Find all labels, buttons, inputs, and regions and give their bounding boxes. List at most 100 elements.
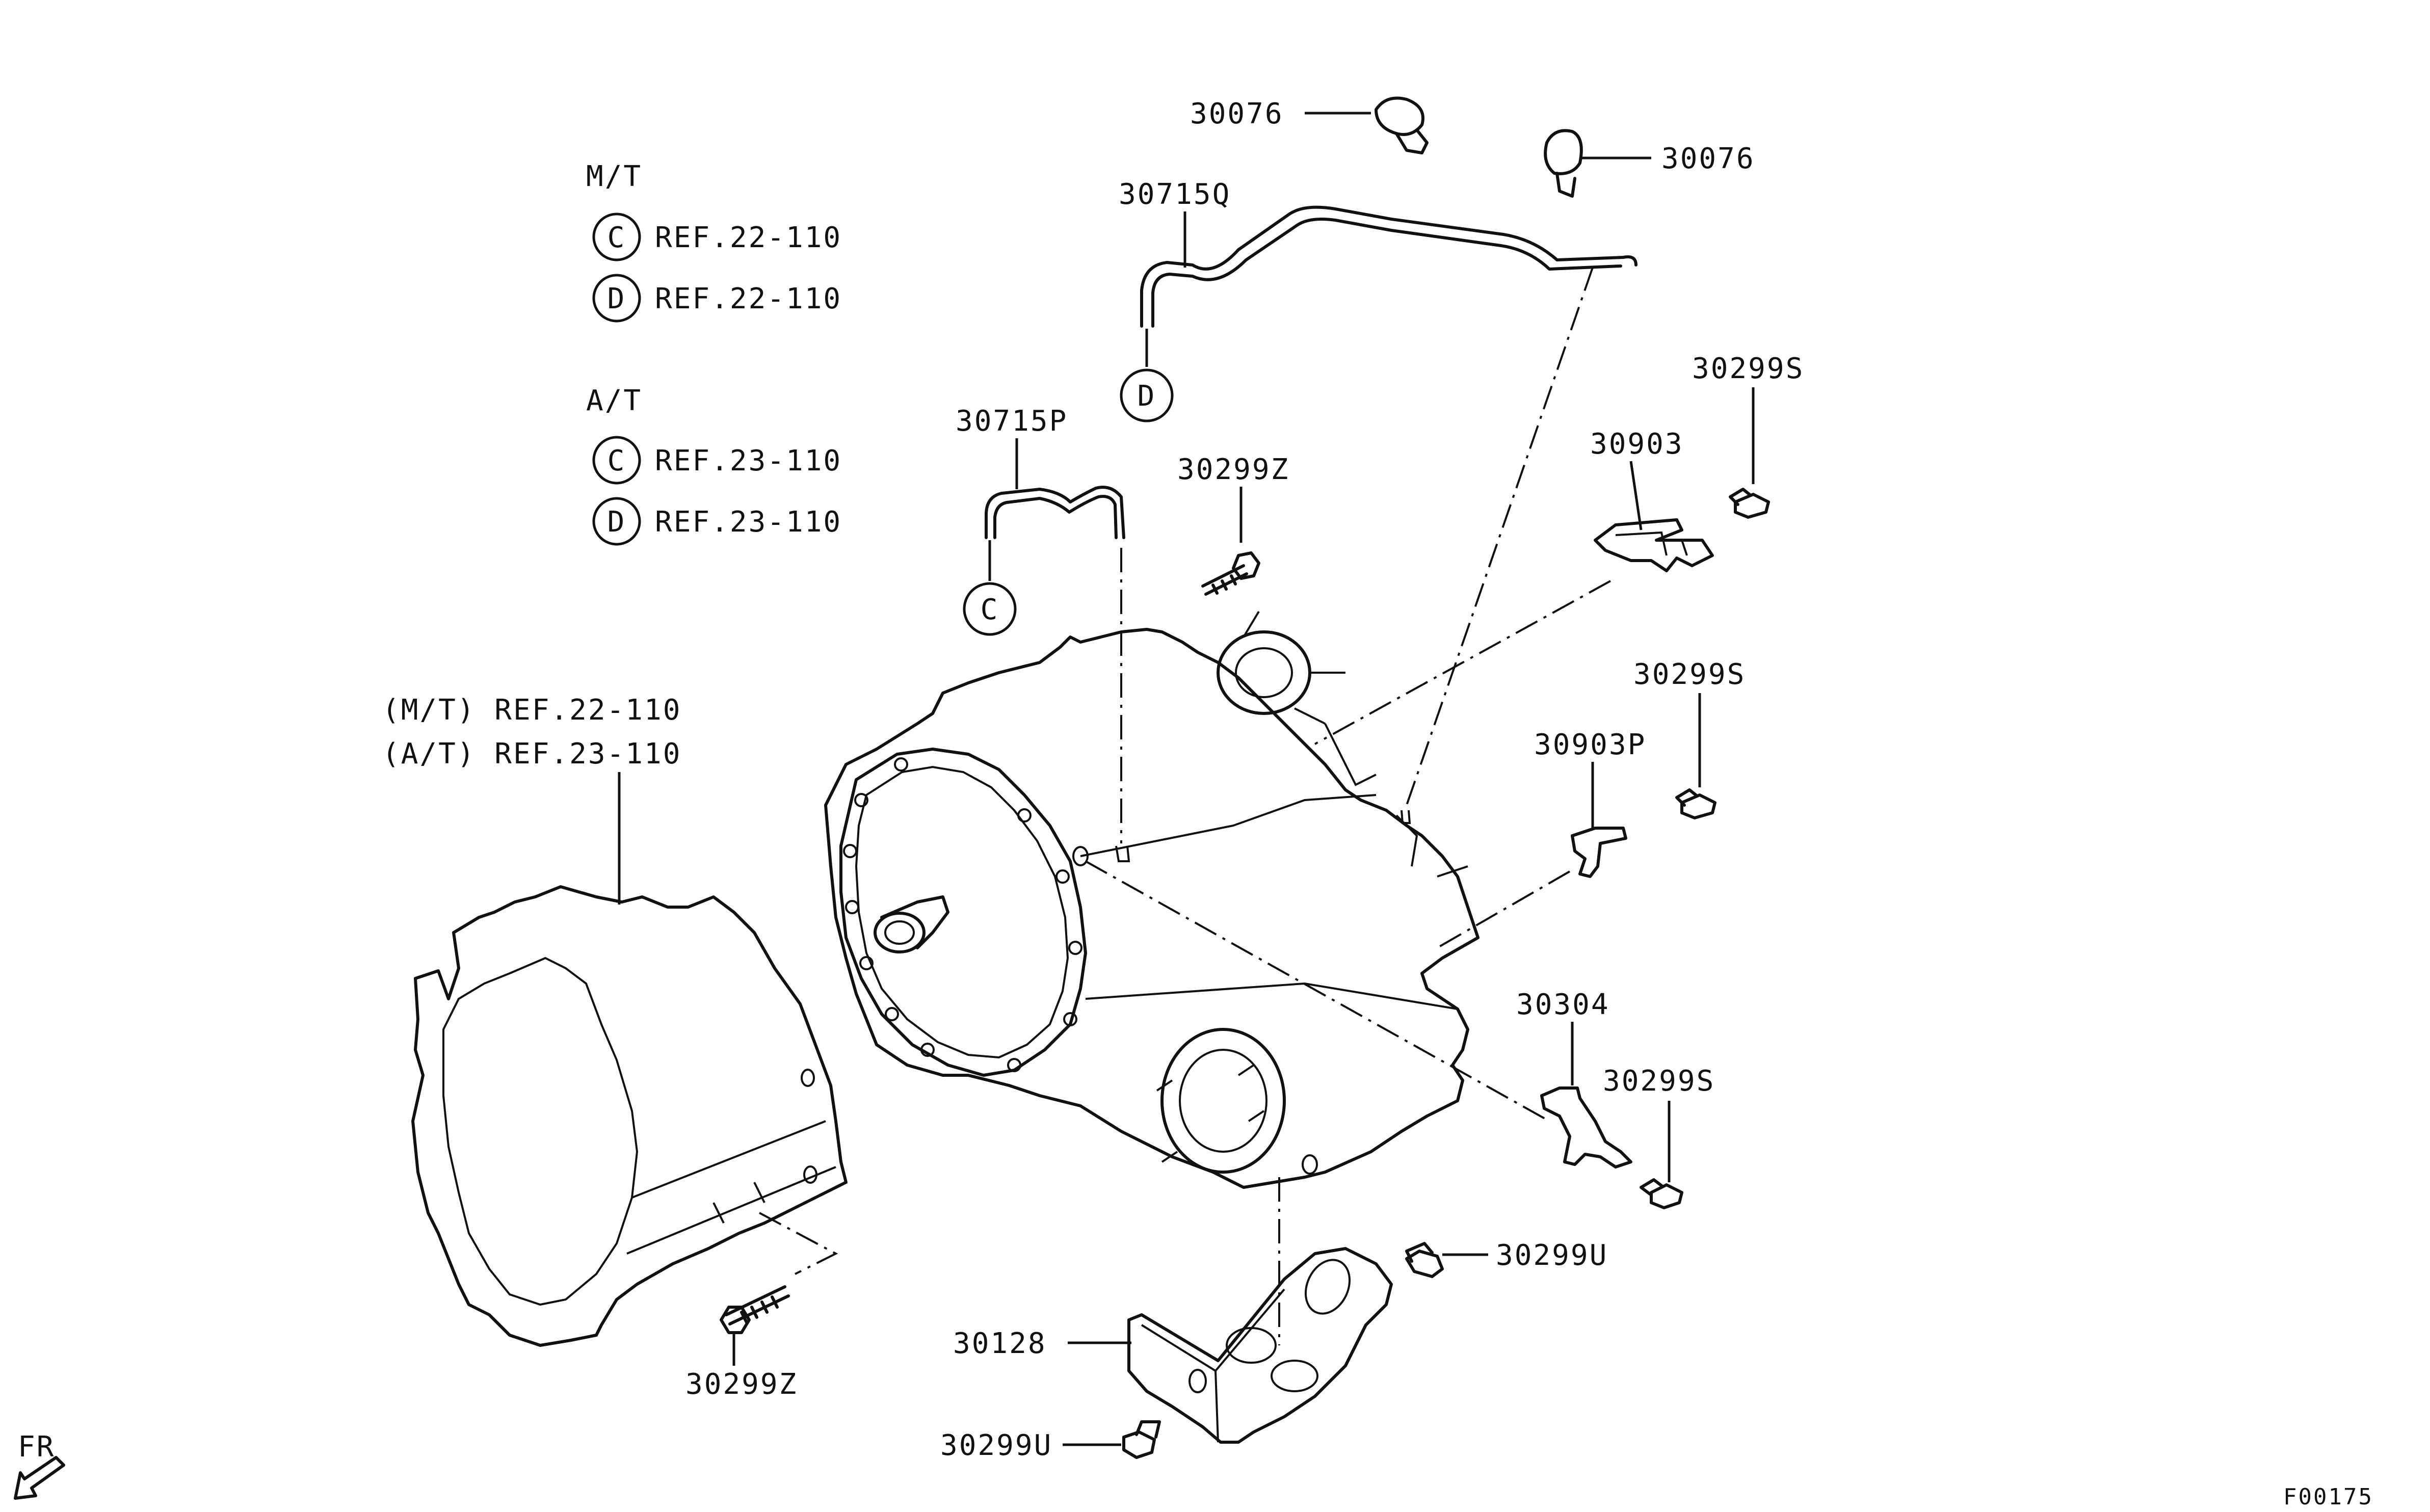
at-d-ref[interactable]: REF.23-110 bbox=[655, 506, 842, 539]
clip-30076-left[interactable]: 30076 bbox=[1190, 96, 1429, 154]
callout-30299z-bottom[interactable]: 30299Z bbox=[685, 1368, 798, 1401]
input-shaft-tube bbox=[880, 895, 949, 949]
bolt-shank bbox=[725, 1285, 790, 1325]
bolt-shank bbox=[1675, 788, 1699, 807]
hose-30715q[interactable]: 30715Q D bbox=[1119, 178, 1637, 422]
bolt-30299u-bottom[interactable]: 30299U bbox=[940, 1420, 1161, 1462]
figure-id: F00175 bbox=[2283, 1484, 2373, 1510]
assembly-lines bbox=[1085, 267, 1611, 1345]
arrow-icon bbox=[14, 1456, 65, 1500]
bolt-30299s-1[interactable]: 30299S bbox=[1692, 352, 1804, 519]
clip-30076-right[interactable]: 30076 bbox=[1544, 129, 1755, 198]
callout-30128[interactable]: 30128 bbox=[953, 1327, 1047, 1360]
marker-c-circle bbox=[592, 436, 641, 485]
callout-30076-right[interactable]: 30076 bbox=[1661, 142, 1755, 175]
front-output-flange bbox=[1160, 1028, 1286, 1174]
clip-body bbox=[1375, 96, 1424, 136]
hose-30715p-inner bbox=[993, 495, 1118, 539]
hose-30715p-shape bbox=[985, 486, 1125, 539]
flange-bolt-holes bbox=[843, 757, 1082, 1072]
callout-leader bbox=[1629, 461, 1643, 530]
hose-30715p-end-marker: C bbox=[981, 593, 999, 626]
vent-nipple-d bbox=[1401, 810, 1411, 824]
hose-30715q-shape bbox=[1140, 205, 1637, 328]
callout-30299z-top[interactable]: 30299Z bbox=[1177, 453, 1289, 486]
bracket-30903p[interactable]: 30903P bbox=[1534, 728, 1646, 878]
bracket-30304[interactable]: 30304 bbox=[1516, 988, 1632, 1169]
bolt-head bbox=[1405, 1250, 1444, 1278]
bolt-shank bbox=[1201, 564, 1248, 596]
bolt-head bbox=[1122, 1430, 1156, 1459]
mt-d-ref[interactable]: REF.22-110 bbox=[655, 282, 842, 315]
case-boss bbox=[1302, 1154, 1318, 1175]
hose-30715p[interactable]: 30715P C bbox=[956, 405, 1125, 636]
marker-c-circle bbox=[592, 213, 641, 261]
at-c-marker: C bbox=[608, 444, 626, 478]
housing-boss bbox=[803, 1165, 817, 1184]
bellhousing-inner bbox=[855, 765, 1069, 1059]
orientation-label: FR bbox=[18, 1430, 55, 1464]
transfer-case-outline bbox=[824, 628, 1480, 1189]
bolt-shank bbox=[1640, 1178, 1664, 1197]
housing-outline bbox=[411, 885, 848, 1347]
vent-nipple-c bbox=[1115, 845, 1130, 862]
callout-30903p[interactable]: 30903P bbox=[1534, 728, 1646, 761]
bracket-30304-shape bbox=[1540, 1086, 1632, 1169]
callout-30299s-3[interactable]: 30299S bbox=[1603, 1065, 1715, 1098]
case-seam bbox=[1080, 794, 1458, 1010]
housing-bolt-path bbox=[759, 1212, 838, 1275]
bracket-30128-hole bbox=[1226, 1327, 1277, 1364]
at-d-marker: D bbox=[608, 506, 626, 539]
housing-flange bbox=[442, 957, 639, 1306]
callout-30076-left[interactable]: 30076 bbox=[1190, 97, 1284, 130]
bracket-30128-folds bbox=[1141, 1288, 1285, 1443]
case-boss bbox=[1072, 846, 1089, 866]
bolt-head bbox=[720, 1306, 751, 1334]
at-c-ref[interactable]: REF.23-110 bbox=[655, 444, 842, 478]
callout-30715p[interactable]: 30715P bbox=[956, 405, 1068, 438]
bolt-30299z-top[interactable]: 30299Z bbox=[1177, 453, 1289, 596]
mt-c-marker: C bbox=[608, 221, 626, 254]
callout-30299s-2[interactable]: 30299S bbox=[1633, 658, 1746, 691]
transfer-case bbox=[824, 611, 1480, 1189]
housing-ref-at[interactable]: (A/T) REF.23-110 bbox=[382, 737, 681, 771]
callout-30304[interactable]: 30304 bbox=[1516, 988, 1610, 1021]
at-heading: A/T bbox=[586, 384, 642, 417]
clip-tab bbox=[1555, 172, 1576, 198]
hose-30715q-end-marker: D bbox=[1138, 380, 1156, 413]
front-output-hub bbox=[1179, 1049, 1267, 1153]
front-direction-indicator: FR bbox=[14, 1430, 65, 1500]
bracket-30903-shape bbox=[1594, 518, 1714, 572]
bolt-head bbox=[1650, 1183, 1683, 1209]
callout-30715q[interactable]: 30715Q bbox=[1119, 178, 1231, 211]
bracket-30128-hole bbox=[1188, 1369, 1207, 1393]
bolt-30299z-bottom[interactable]: 30299Z bbox=[685, 1285, 798, 1401]
front-output-studs bbox=[1156, 1064, 1265, 1163]
mt-d-marker: D bbox=[608, 282, 626, 315]
mt-heading: M/T bbox=[586, 160, 642, 193]
callout-30903[interactable]: 30903 bbox=[1590, 428, 1684, 461]
bolt-30299u-right[interactable]: 30299U bbox=[1405, 1239, 1608, 1278]
bolt-30299s-2[interactable]: 30299S bbox=[1633, 658, 1746, 819]
bolt-30299s-3[interactable]: 30299S bbox=[1603, 1065, 1715, 1209]
mt-c-ref[interactable]: REF.22-110 bbox=[655, 221, 842, 254]
clip-body bbox=[1544, 129, 1583, 175]
bolt-head bbox=[1232, 551, 1260, 580]
housing-ref-mt[interactable]: (M/T) REF.22-110 bbox=[382, 694, 681, 727]
marker-c-circle bbox=[963, 582, 1017, 636]
callout-30299u-bottom[interactable]: 30299U bbox=[940, 1429, 1052, 1462]
rear-flange-hub bbox=[1235, 647, 1293, 698]
callout-30299s-1[interactable]: 30299S bbox=[1692, 352, 1804, 385]
housing-body-lines bbox=[626, 1120, 836, 1255]
bracket-30128-hole bbox=[1304, 1259, 1351, 1315]
marker-d-circle bbox=[592, 497, 641, 546]
bolt-shank bbox=[1405, 1242, 1434, 1263]
bracket-30903[interactable]: 30903 bbox=[1590, 428, 1714, 572]
bracket-30903-fold bbox=[1615, 531, 1688, 556]
bolt-shank bbox=[1135, 1420, 1161, 1439]
bolt-shank bbox=[1729, 488, 1752, 506]
bracket-30128-shape bbox=[1127, 1247, 1393, 1444]
callout-30299u-right[interactable]: 30299U bbox=[1496, 1239, 1608, 1272]
bracket-30128[interactable]: 30128 bbox=[953, 1247, 1393, 1444]
